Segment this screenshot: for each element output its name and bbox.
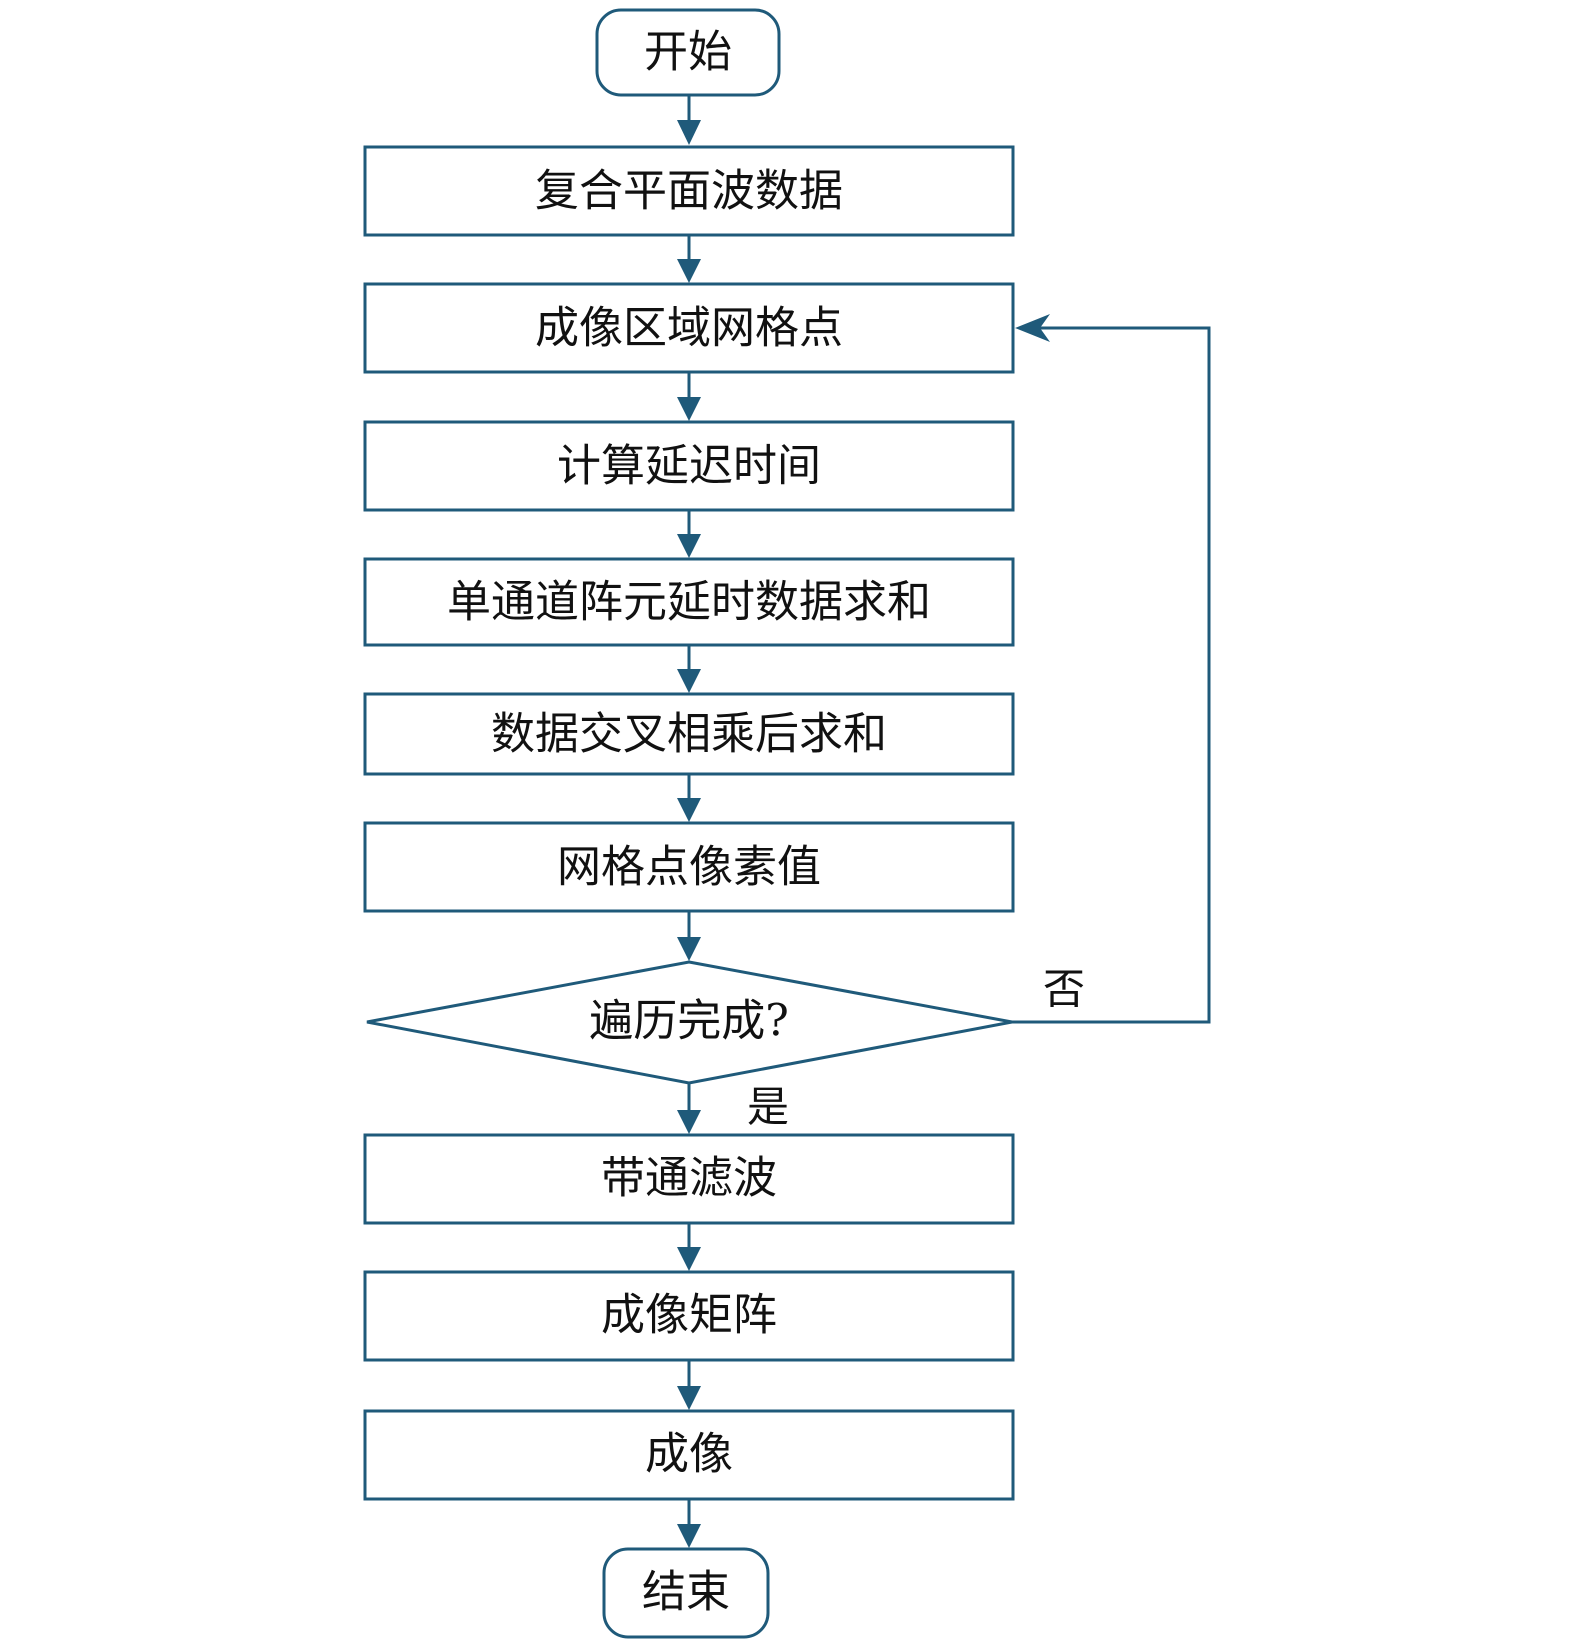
connector-start-to-s1 [677,95,701,145]
step-imaging-matrix-label: 成像矩阵 [601,1290,777,1341]
step-composite-plane-wave-data [363,145,1015,237]
connector-s1-to-s2 [677,235,701,283]
connector-decision-to-s7 [677,1083,701,1134]
connector-s5-to-s6 [677,774,701,822]
step-imaging-grid-points-label: 成像区域网格点 [535,303,843,354]
step-compute-delay-label: 计算延迟时间 [557,441,821,492]
step-composite-plane-wave-data-label: 复合平面波数据 [535,166,843,217]
start-label: 开始 [644,27,732,78]
step-imaging-grid-points [363,282,1015,374]
step-bandpass-filter [363,1133,1015,1225]
connector-s8-to-s9 [677,1360,701,1410]
step-channel-delay-sum-label: 单通道阵元延时数据求和 [447,577,931,628]
branch-yes-label: 是 [747,1083,789,1132]
step-imaging [363,1409,1015,1501]
connector-s2-to-s3 [677,372,701,421]
branch-no-label: 否 [1043,965,1085,1014]
step-imaging-label: 成像 [645,1429,733,1480]
connector-loop-back-no [1012,314,1211,1024]
step-compute-delay [363,420,1015,512]
step-imaging-matrix [363,1270,1015,1362]
decision-label: 遍历完成? [589,996,789,1047]
end-node [602,1547,770,1639]
connector-s9-to-end [677,1499,701,1548]
connector-s7-to-s8 [677,1223,701,1271]
connector-s4-to-s5 [677,645,701,693]
step-cross-multiply-sum-label: 数据交叉相乘后求和 [491,709,887,760]
end-label: 结束 [642,1567,730,1618]
connector-s6-to-decision [677,911,701,961]
connector-s3-to-s4 [677,510,701,558]
step-grid-pixel-value-label: 网格点像素值 [557,842,821,893]
step-bandpass-filter-label: 带通滤波 [601,1153,777,1204]
